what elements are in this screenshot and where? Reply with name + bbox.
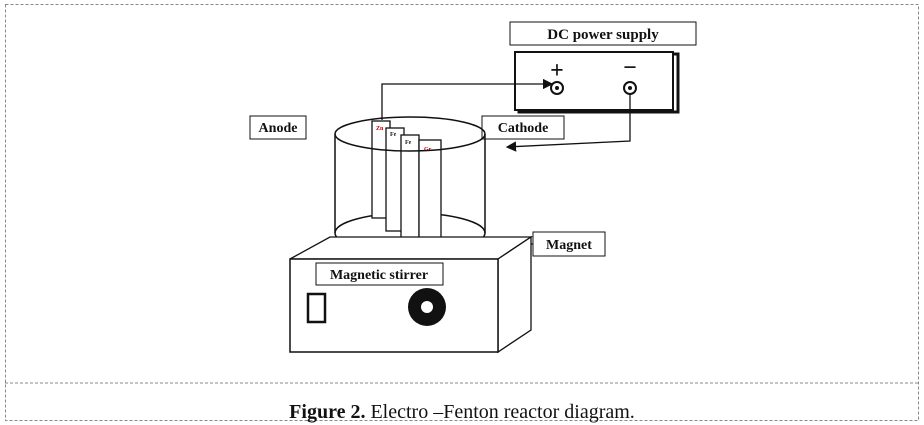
reactor-diagram: DC power supply + − Anode Cathode Zn Fe … [5, 4, 919, 421]
anode-wire [381, 78, 554, 120]
power-supply-body [514, 51, 674, 111]
stirrer-label-box [315, 262, 444, 286]
caption-text: Electro –Fenton reactor diagram. [365, 401, 635, 423]
magnetic-stirrer: Magnetic stirrer [289, 235, 534, 354]
electrode-label-zn: Zn [376, 126, 384, 132]
stirrer-top [289, 236, 534, 260]
figure-caption: Figure 2. Electro –Fenton reactor diagra… [5, 401, 919, 424]
power-supply-shadow [517, 52, 680, 114]
dc-power-supply: DC power supply + − [509, 21, 697, 114]
cylinder-top [334, 116, 486, 152]
frame-border [5, 4, 919, 421]
stirrer-switch [306, 292, 327, 324]
electrode-label-fe-1: Fe [390, 132, 397, 138]
caption-prefix: Figure 2. [289, 401, 366, 423]
minus-terminal-symbol: − [623, 55, 637, 81]
electrode-gr [418, 139, 442, 247]
anode-label: Anode [259, 121, 298, 136]
power-supply-label-box [509, 21, 697, 46]
cathode-label: Cathode [498, 121, 549, 136]
electrodes: Zn Fe Fe Gr [371, 120, 442, 247]
power-supply-label: DC power supply [547, 27, 659, 43]
plus-terminal-symbol: + [550, 58, 564, 84]
magnet-label: Magnet [546, 238, 592, 253]
stirrer-label: Magnetic stirrer [330, 268, 428, 283]
anode-label-box [249, 115, 307, 140]
electrode-label-fe-2: Fe [405, 140, 412, 146]
cathode-wire [505, 94, 631, 152]
figure-frame: DC power supply + − Anode Cathode Zn Fe … [5, 4, 919, 424]
cathode-label-box [481, 115, 565, 140]
magnet-label-box [532, 231, 606, 257]
